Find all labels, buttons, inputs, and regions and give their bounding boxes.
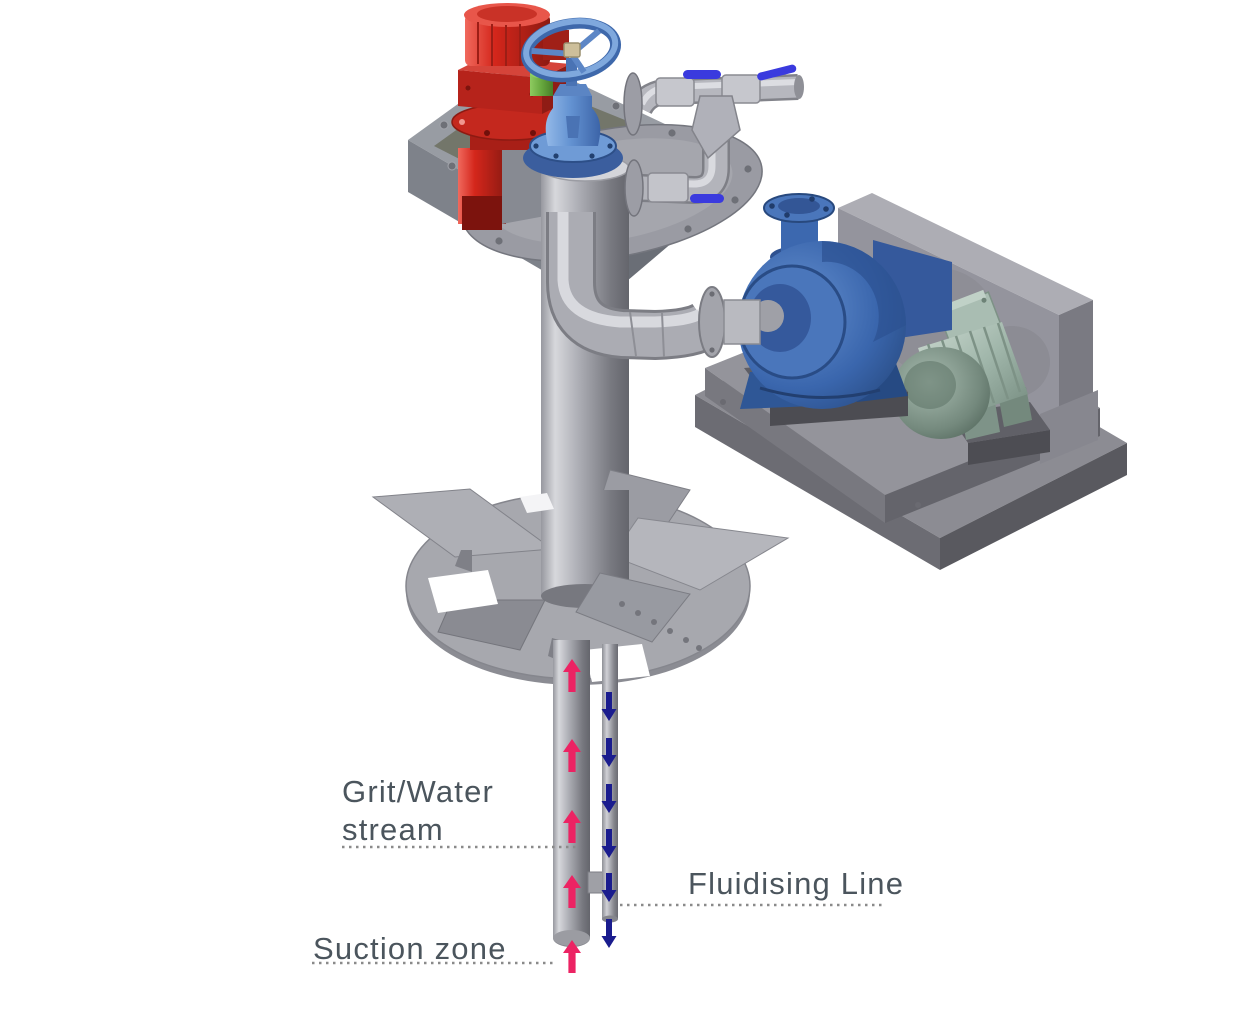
fluidising-pipe (587, 644, 618, 923)
grit-pump (737, 193, 952, 409)
shaft-spool (723, 299, 761, 345)
plate-cutout (428, 570, 498, 613)
label-grit-water-line1: Grit/Water (342, 774, 494, 809)
plate-flange (624, 159, 644, 217)
label-grit-water-line2: stream (342, 812, 444, 847)
ball-valve-handle (690, 194, 724, 203)
ball-valve-handle (683, 70, 721, 79)
annotations: Grit/Water stream Fluidising Line Suctio… (312, 774, 904, 966)
handwheel-nut (563, 42, 581, 58)
valve-rib (566, 116, 580, 138)
ball-valve-handle (757, 64, 797, 81)
fluidising-pipework (623, 64, 804, 217)
valve-side-flange (623, 72, 643, 136)
label-fluidising-line: Fluidising Line (688, 866, 904, 901)
coupling (655, 77, 695, 107)
pump-suction-pipe (546, 212, 761, 361)
coupling (647, 172, 689, 203)
deflector-vane (575, 572, 691, 643)
gate-valve (520, 17, 623, 178)
pipe-bracket (587, 871, 604, 894)
pump-skid (695, 193, 1127, 570)
deflector-vane (437, 599, 546, 651)
flow-arrow-down (601, 919, 617, 948)
vane-gusset (455, 550, 472, 572)
gearbox-front (458, 70, 542, 114)
tee-fitting (691, 95, 741, 160)
suction-flange (698, 286, 726, 358)
pump-motor (892, 289, 1032, 440)
motor-cooling-fins (477, 22, 521, 66)
plate-cutout (520, 493, 554, 513)
label-suction-zone: Suction zone (313, 931, 507, 966)
vane-bolt-strip (619, 601, 702, 651)
